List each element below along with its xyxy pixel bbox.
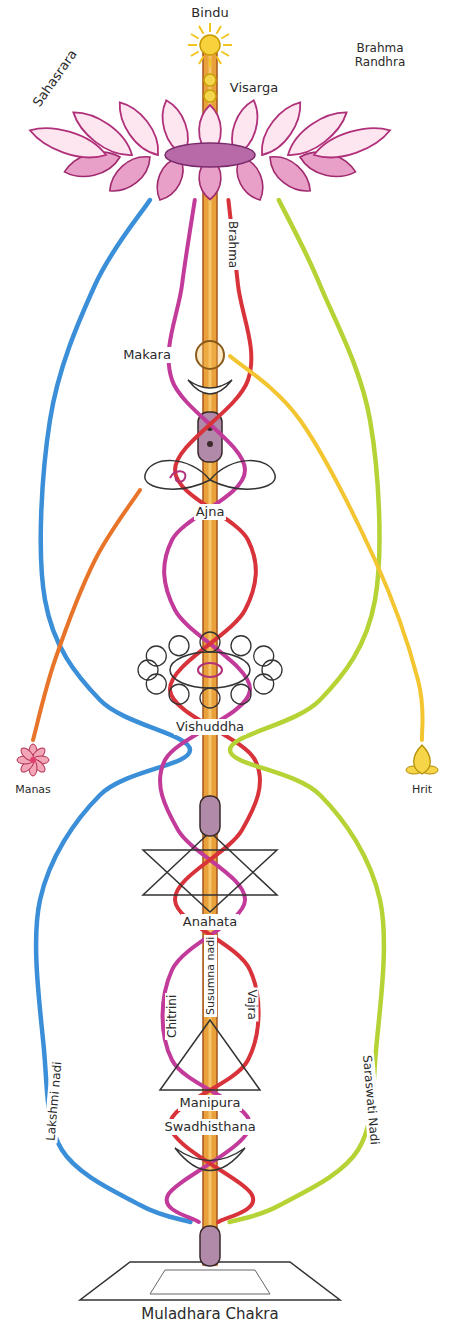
text-holder: Brahma Randhra bbox=[342, 41, 419, 70]
chakra-shape bbox=[135, 790, 285, 932]
text-holder: Hrit bbox=[410, 783, 436, 797]
chakra-label: Makara bbox=[121, 347, 173, 363]
text-holder: Ajna bbox=[194, 504, 228, 520]
chakra-label: Swadhisthana bbox=[162, 1119, 257, 1135]
chakra-label: Muladhara Chakra bbox=[139, 1305, 280, 1323]
text-holder: Makara bbox=[121, 347, 174, 363]
itara-lingam bbox=[198, 412, 222, 462]
nadi-line bbox=[36, 200, 190, 1222]
text-holder: Visarga bbox=[228, 80, 282, 96]
text-holder: Saraswati Nadi bbox=[359, 1052, 382, 1148]
text-holder: Chitrini bbox=[165, 991, 180, 1040]
nadi-label: Chitrini bbox=[165, 993, 179, 1040]
chakra-label: Ajna bbox=[194, 504, 227, 520]
chakra-label: Manas bbox=[13, 783, 53, 796]
ajna-lotus: Ajna bbox=[140, 450, 280, 530]
text-holder: Manas bbox=[13, 783, 54, 797]
nadi-line bbox=[160, 200, 250, 1222]
text-holder: Susumna nadi bbox=[204, 933, 218, 1017]
chakra-label: Sahasrara bbox=[29, 45, 82, 111]
chakra-label: Bindu bbox=[189, 5, 230, 21]
nadi-line bbox=[230, 356, 423, 740]
nadi-label: Vajra bbox=[244, 987, 258, 1021]
chakra-shape bbox=[10, 55, 430, 200]
text-holder: Sahasrara bbox=[29, 45, 83, 112]
text-holder: Bindu bbox=[189, 5, 232, 21]
lingam-dot bbox=[207, 441, 213, 447]
chakra-label: Hrit bbox=[410, 783, 434, 796]
text-holder: Vajra bbox=[243, 987, 258, 1023]
chakra-label: Manipura bbox=[178, 1095, 243, 1111]
visarga-dots: Visarga bbox=[200, 70, 290, 106]
nadi-line bbox=[230, 200, 384, 1222]
anahata-hexagram: Anahata bbox=[135, 790, 285, 932]
text-holder: Muladhara Chakra bbox=[139, 1305, 282, 1323]
text-holder: Brahma bbox=[225, 219, 240, 272]
hrit-lotus: Hrit bbox=[400, 740, 444, 802]
chakra-label: Visarga bbox=[228, 80, 280, 96]
part-label: Brahma Randhra bbox=[342, 41, 418, 70]
makara-circle: Makara bbox=[135, 338, 230, 374]
manas-lotus: Manas bbox=[8, 740, 58, 802]
text-holder: Anahata bbox=[181, 914, 241, 930]
text-holder: Manipura bbox=[178, 1095, 244, 1111]
nadi-line bbox=[33, 490, 140, 740]
chakra-label: Anahata bbox=[181, 914, 239, 930]
bindu-sun: Bindu bbox=[180, 3, 240, 71]
swadhisthana-crescent: Swadhisthana bbox=[150, 1118, 270, 1193]
muladhara-base: Muladhara Chakra bbox=[70, 1222, 350, 1328]
nadi-line bbox=[170, 200, 260, 1222]
vishuddha-lotus: Vishuddha bbox=[140, 630, 280, 745]
sahasrara-lotus: Sahasrara bbox=[10, 55, 430, 200]
crescent-moon bbox=[188, 380, 232, 394]
part-label: Brahma bbox=[226, 219, 240, 270]
chakra-label: Vishuddha bbox=[174, 719, 246, 735]
text-holder: Vishuddha bbox=[174, 719, 248, 735]
text-holder: Swadhisthana bbox=[162, 1119, 259, 1135]
part-label: Susumna nadi bbox=[204, 935, 217, 1017]
nadi-label: Saraswati Nadi bbox=[360, 1052, 383, 1147]
